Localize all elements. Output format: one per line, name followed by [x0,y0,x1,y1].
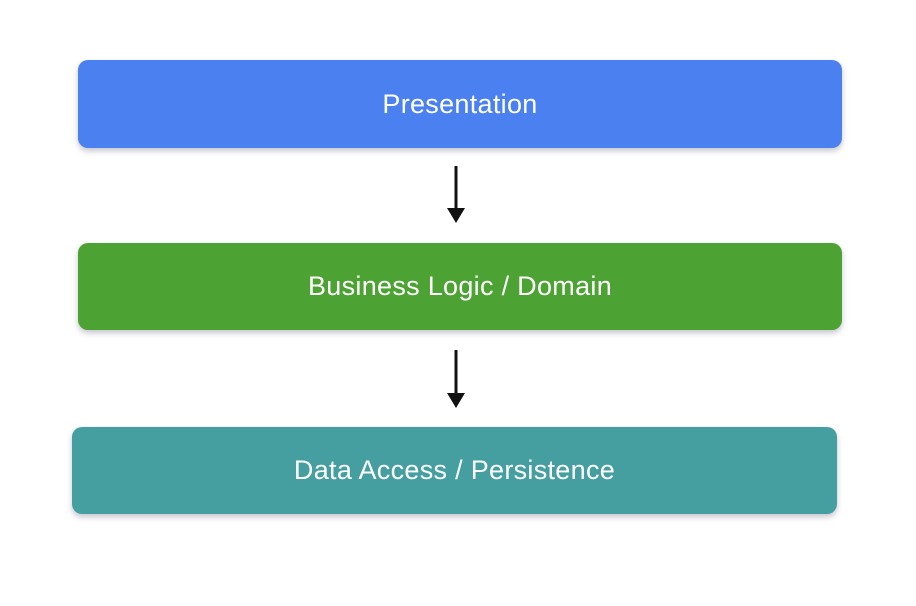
down-arrow-icon [447,166,465,223]
layer-box-data-access: Data Access / Persistence [72,427,837,514]
layer-label-presentation: Presentation [382,88,538,119]
arrow-head [447,208,465,223]
layer-label-data-access: Data Access / Persistence [293,455,616,485]
layer-label-business-logic: Business Logic / Domain [307,271,613,301]
arrow-head [447,393,465,408]
layer-box-presentation: Presentation [78,60,842,148]
down-arrow-icon [447,350,465,408]
layer-box-business-logic: Business Logic / Domain [78,243,842,330]
arrow-shaft [454,350,458,394]
arrow-shaft [454,166,458,209]
